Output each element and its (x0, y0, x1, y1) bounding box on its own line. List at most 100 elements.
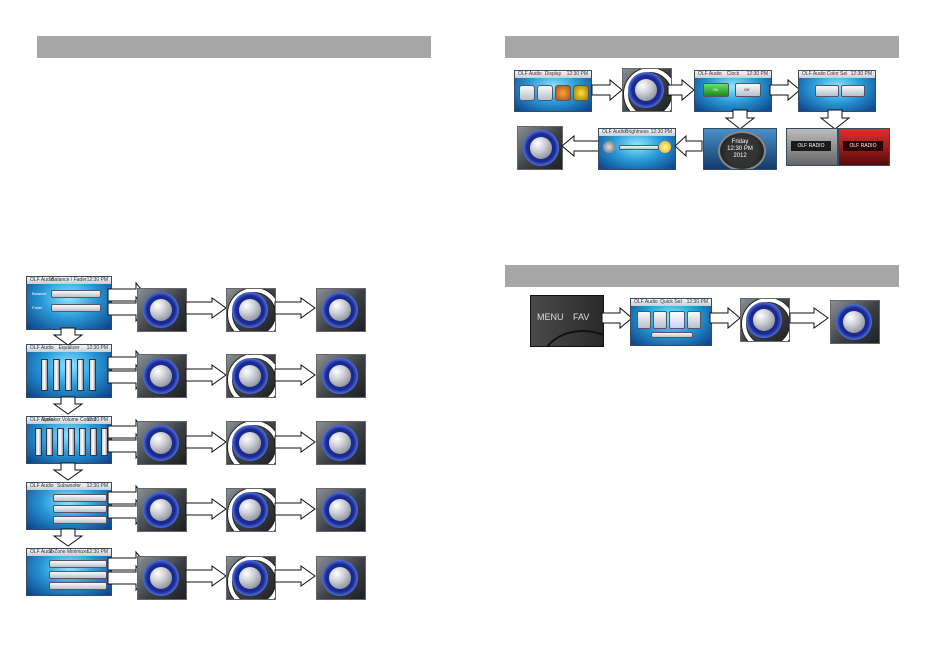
color-tile-icon (555, 85, 571, 101)
volume-slider (90, 428, 97, 456)
fav-button[interactable]: FAV (573, 312, 590, 322)
right-arrow (769, 78, 801, 102)
right-arrow (274, 364, 316, 386)
control-knob[interactable] (137, 488, 187, 532)
press-knob[interactable] (316, 556, 366, 600)
section-header-left (37, 36, 431, 58)
volume-slider (35, 428, 42, 456)
screen-title: Display (544, 71, 562, 77)
menu-button[interactable]: MENU (537, 312, 564, 322)
down-arrow (52, 396, 84, 415)
rotate-knob[interactable] (622, 68, 672, 112)
radio-display (791, 141, 831, 151)
screen-source: OLF Audio (30, 345, 54, 351)
rotate-knob[interactable] (226, 421, 276, 465)
quick-tile (687, 311, 701, 329)
screen-title: Z-Zone Minimizer (49, 549, 89, 555)
watch-year: 2012 (733, 153, 747, 159)
rotate-knob[interactable] (226, 556, 276, 600)
dim-icon (603, 141, 615, 153)
subwoofer-bar (53, 516, 107, 524)
control-knob[interactable] (137, 556, 187, 600)
right-arrow (185, 364, 227, 386)
screen-title: Balance / Fader (51, 277, 87, 283)
watch-day: Friday (731, 139, 749, 145)
screen-time: 12:30 PM (86, 417, 108, 423)
pointer-arrow (107, 550, 147, 592)
preview-radio-silver: OLF RADIO (786, 128, 838, 166)
screen-time: 12:30 PM (86, 483, 108, 489)
eq-slider (53, 359, 60, 391)
right-arrow (185, 565, 227, 587)
section-header-quick (505, 265, 899, 287)
rotate-knob[interactable] (226, 288, 276, 332)
right-arrow (274, 565, 316, 587)
remote-panel: MENU FAV (530, 295, 604, 347)
sun-icon (659, 141, 671, 153)
press-knob[interactable] (517, 126, 563, 170)
eq-slider (77, 359, 84, 391)
eq-slider (65, 359, 72, 391)
clock-off-button[interactable]: Off (735, 83, 761, 97)
press-knob[interactable] (316, 421, 366, 465)
volume-slider (101, 428, 108, 456)
screen-source: OLF Audio (802, 71, 826, 77)
rotate-knob[interactable] (226, 354, 276, 398)
press-knob[interactable] (316, 354, 366, 398)
down-arrow (52, 327, 84, 346)
volume-slider (68, 428, 75, 456)
control-knob[interactable] (137, 421, 187, 465)
press-knob[interactable] (316, 288, 366, 332)
preview-radio-red: OLF RADIO (838, 128, 890, 166)
subwoofer-bar (53, 494, 107, 502)
brightness-slider (619, 145, 659, 150)
right-arrow (601, 306, 633, 330)
zone-bar (49, 560, 107, 568)
clock-on-button[interactable]: On (703, 83, 729, 97)
press-knob[interactable] (830, 300, 880, 344)
radio-text: OLF RADIO (849, 143, 877, 149)
clock-tile-icon (519, 85, 535, 101)
color-option (841, 85, 865, 97)
screen-time: 12:30 PM (850, 71, 872, 77)
quick-nav-bar (651, 332, 693, 338)
screen-source: OLF Audio (30, 417, 54, 423)
screen-title: Quick Set (660, 299, 682, 305)
watch-face (718, 131, 766, 169)
control-knob[interactable] (137, 354, 187, 398)
screen-time: 12:30 PM (86, 277, 108, 283)
zone-bar (49, 571, 107, 579)
left-arrow (674, 134, 703, 158)
control-knob[interactable] (137, 288, 187, 332)
rotate-knob[interactable] (740, 298, 790, 342)
screen-time: 12:30 PM (686, 299, 708, 305)
eq-slider (41, 359, 48, 391)
screen-time: 12:30 PM (86, 345, 108, 351)
rotate-knob[interactable] (226, 488, 276, 532)
screen-source: OLF Audio (634, 299, 658, 305)
right-arrow (789, 307, 829, 329)
down-arrow (724, 109, 756, 130)
down-arrow (52, 528, 84, 547)
right-arrow (185, 498, 227, 520)
screen-title: Speaker Volume Control (41, 417, 97, 423)
watch-time: 12:30 PM (727, 146, 753, 152)
right-arrow (709, 306, 741, 330)
clock-set-screen: Friday 12:30 PM 2012 (703, 128, 777, 170)
section-header-display (505, 36, 899, 58)
right-arrow (591, 78, 623, 102)
left-arrow (561, 134, 601, 158)
fader-bar (51, 304, 101, 312)
screen-title: Clock (726, 71, 740, 77)
screen-source: OLF Audio (518, 71, 542, 77)
screen-source: OLF Audio (30, 549, 54, 555)
right-arrow (274, 431, 316, 453)
quick-tile (637, 311, 651, 329)
color-option (815, 85, 839, 97)
screen-time: 12:30 PM (566, 71, 588, 77)
press-knob[interactable] (316, 488, 366, 532)
